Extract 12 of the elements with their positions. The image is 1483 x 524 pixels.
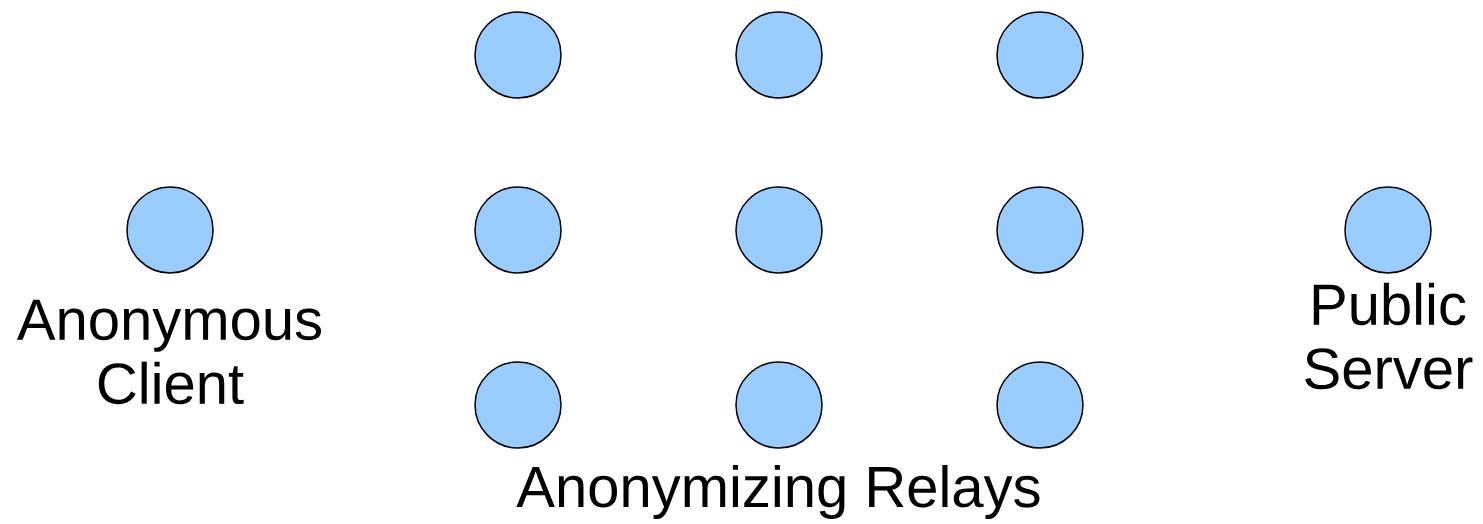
relay-circle bbox=[996, 361, 1084, 449]
node-label: Public Server bbox=[1305, 282, 1473, 390]
relay-circle bbox=[474, 186, 562, 274]
relay-circle bbox=[996, 11, 1084, 99]
relay-circle bbox=[735, 361, 823, 449]
node-label: Anonymous Client bbox=[16, 299, 322, 405]
relay-circle bbox=[735, 11, 823, 99]
relay-circle bbox=[996, 186, 1084, 274]
relay-circle bbox=[474, 361, 562, 449]
group-label: Anonymizing Relays bbox=[516, 464, 1040, 519]
relay-circle bbox=[735, 186, 823, 274]
relay-circle bbox=[474, 11, 562, 99]
